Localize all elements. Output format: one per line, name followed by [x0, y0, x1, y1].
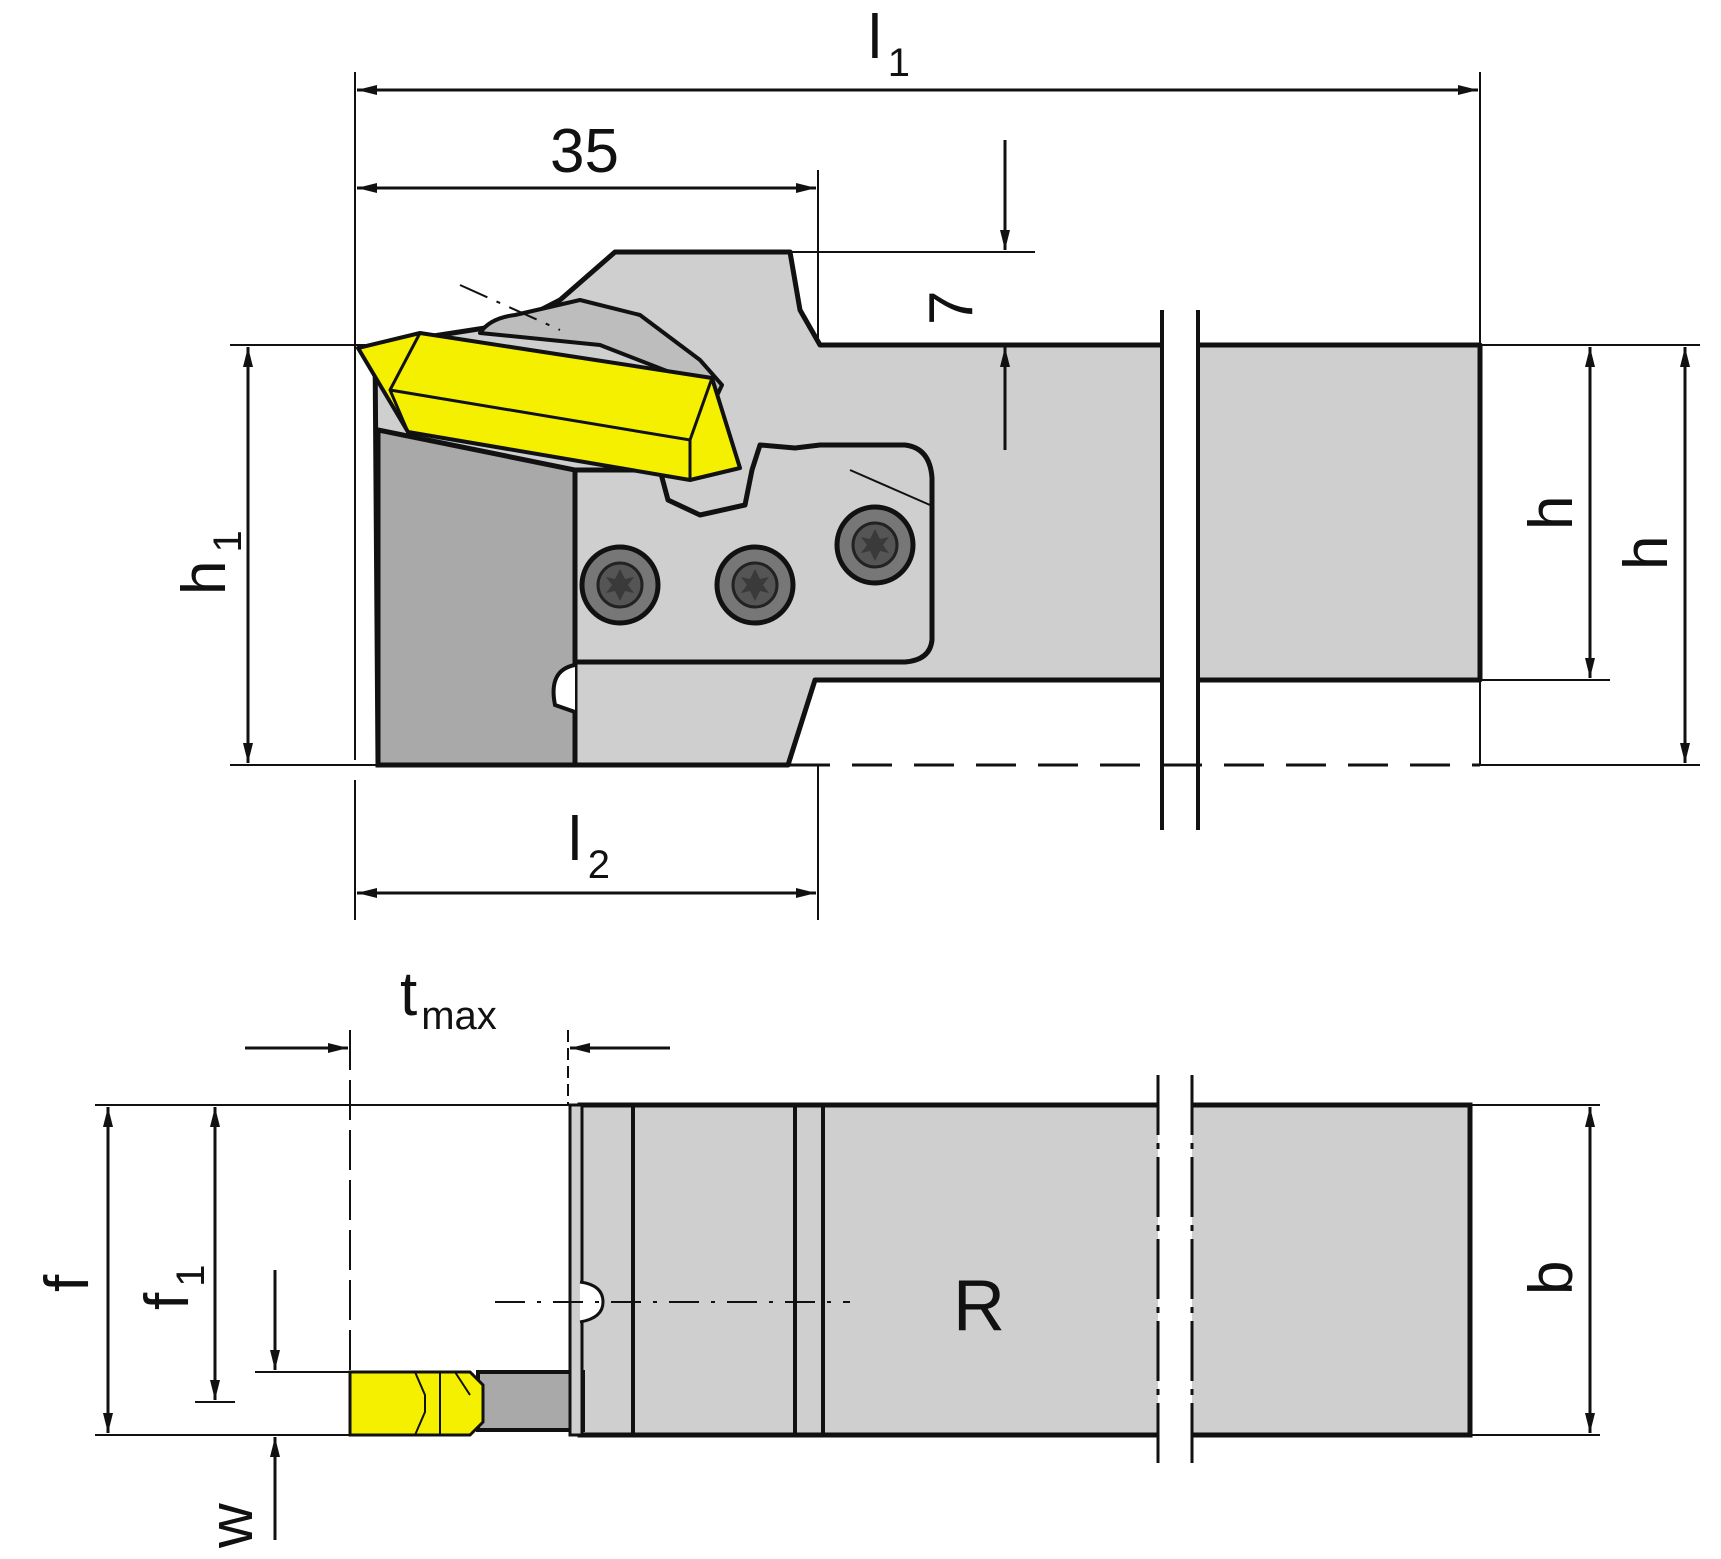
blade-neck	[476, 1370, 585, 1432]
coolant-notch	[579, 1280, 605, 1324]
break-gap-plan	[1158, 1100, 1192, 1440]
label-h-inner: h	[1517, 496, 1586, 530]
phantom-line	[459, 284, 561, 331]
label-b: b	[1517, 1261, 1586, 1295]
chip-notch	[551, 663, 576, 714]
break-gap	[1162, 330, 1198, 695]
torx-screw-icon	[834, 504, 916, 586]
shank-plan	[577, 1102, 1473, 1438]
label-35: 35	[550, 117, 619, 186]
torx-screw-icon	[579, 544, 661, 626]
label-f: f	[33, 1274, 102, 1292]
label-h-outer: h	[1612, 536, 1681, 570]
insert-edge	[388, 332, 714, 480]
label-h1: h1	[170, 530, 250, 595]
torx-screw-icon	[714, 544, 796, 626]
blade-front-block	[375, 426, 578, 768]
label-w: w	[197, 1503, 266, 1549]
label-hand-R: R	[953, 1266, 1005, 1346]
cutting-insert-plan	[348, 1370, 485, 1437]
label-f1: f1	[133, 1265, 213, 1310]
phantom-line	[849, 469, 931, 506]
label-7: 7	[917, 291, 986, 325]
